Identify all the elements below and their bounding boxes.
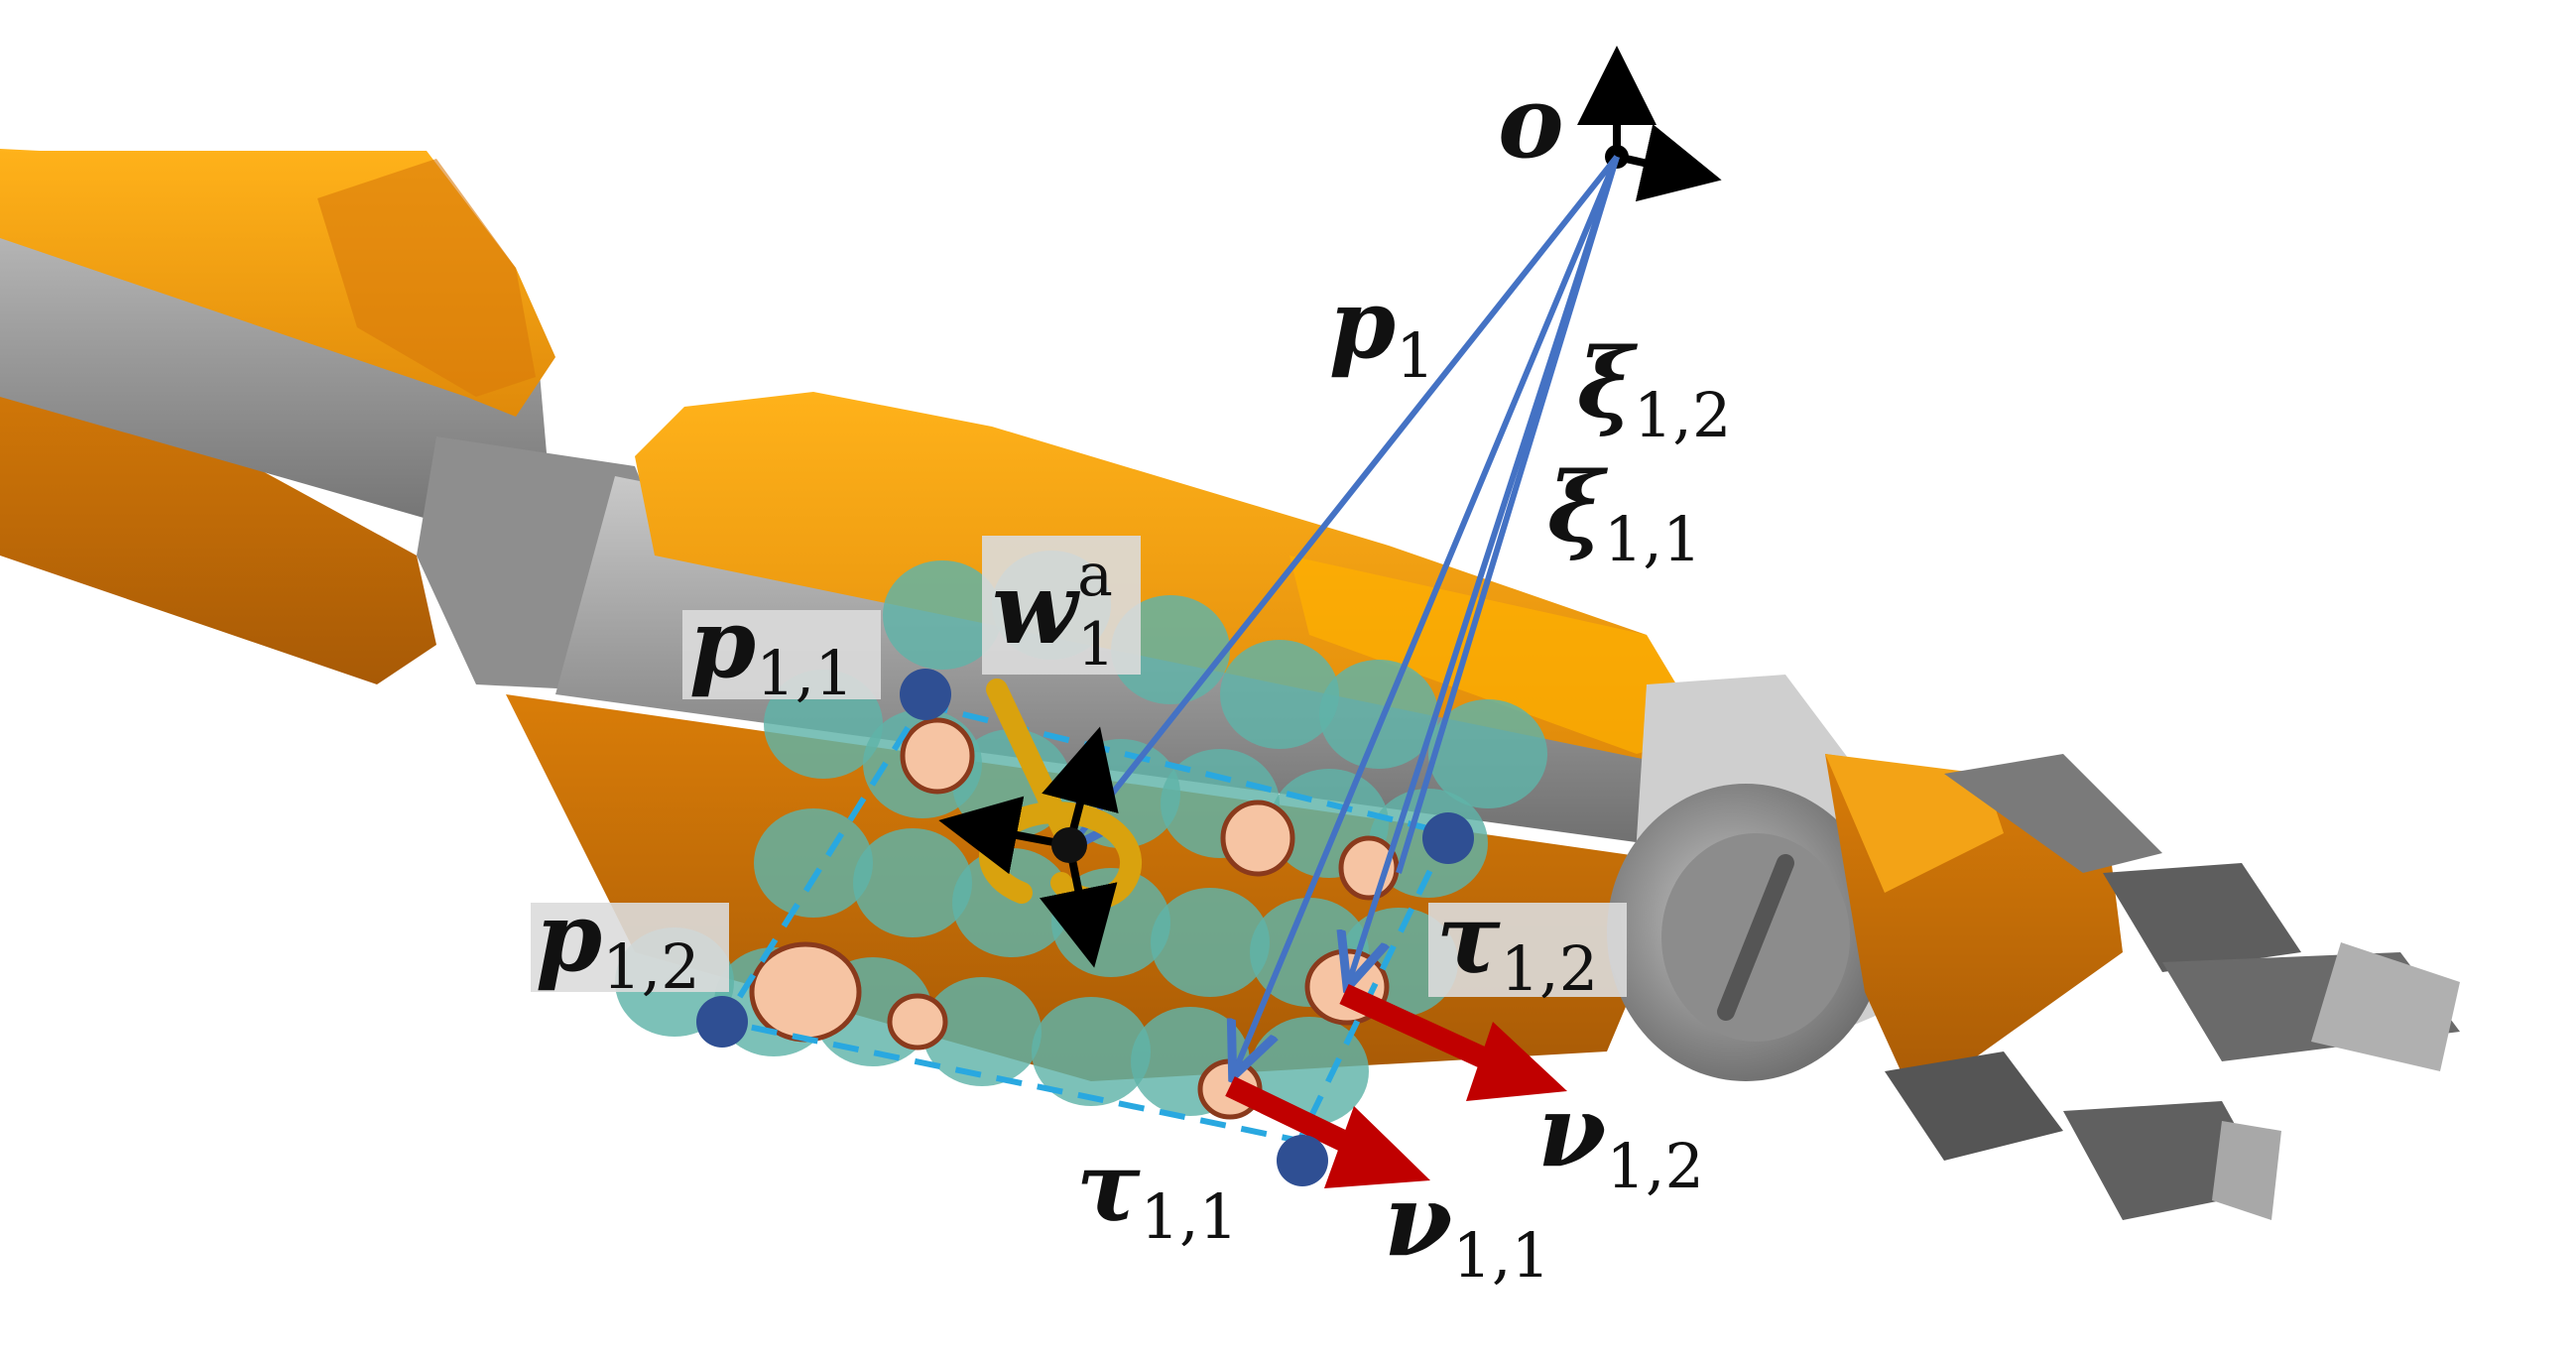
vector-xi11	[1235, 155, 1620, 1071]
contact-patch	[749, 941, 862, 1043]
finger-lower-tip	[2212, 1121, 2281, 1220]
wrench-point	[1051, 827, 1087, 863]
skin-cell	[1151, 888, 1270, 997]
contact-patch	[900, 717, 975, 795]
wrench-axis-down	[1040, 844, 1118, 968]
finger-mid-1	[2103, 863, 2301, 972]
corner-point-bottom	[1277, 1135, 1328, 1186]
gripper	[1825, 754, 2460, 1220]
contact-patch	[887, 993, 948, 1050]
normal-arrow-nu11-head	[1324, 1106, 1430, 1188]
label-backgrounds	[531, 536, 1627, 997]
skin-cell	[1319, 660, 1438, 769]
skin-cell	[853, 828, 972, 937]
skin-cell	[883, 560, 1002, 670]
skin-cell	[1220, 640, 1339, 749]
wrist	[1607, 675, 1885, 1081]
label-p1: p1	[1329, 268, 1435, 392]
upper-arm-link	[0, 149, 555, 684]
label-xi12: ξ1,2	[1577, 327, 1731, 451]
forearm-top-shade	[1289, 556, 1706, 754]
wrist-screw-slot	[1717, 854, 1794, 1021]
skin-cell	[952, 848, 1071, 957]
finger-tip-1	[2311, 942, 2460, 1071]
applied-wrench	[938, 679, 1143, 968]
corner-point-right	[1422, 812, 1474, 864]
region-corner-points	[696, 669, 1474, 1186]
corner-point-p12	[696, 996, 748, 1048]
origin-frame	[1577, 46, 1722, 202]
label-xi11: ξ1,1	[1547, 451, 1701, 575]
wrench-moment-tail	[986, 679, 1080, 854]
palm-orange-top	[1825, 754, 2004, 893]
finger-upper	[1944, 754, 2162, 873]
skin-cell	[1032, 997, 1151, 1106]
label-box-tau12	[1428, 903, 1627, 997]
vector-p1	[1071, 155, 1620, 845]
finger-lower-1	[1885, 1051, 2063, 1161]
normal-arrow-nu12-head	[1466, 1022, 1567, 1101]
upper-arm-top-shade	[317, 159, 536, 397]
skin-cell	[922, 977, 1042, 1086]
label-p11: p1,1	[689, 587, 854, 709]
wrench-axis-left	[938, 796, 1070, 875]
label-tau11: τ1,1	[1076, 1131, 1238, 1253]
corner-point-p11	[900, 669, 951, 720]
label-box-w1a	[982, 536, 1141, 675]
label-box-p11	[682, 610, 881, 699]
contact-patch	[1220, 800, 1295, 877]
skin-cell	[1428, 699, 1547, 808]
label-origin: o	[1498, 63, 1564, 181]
vector-xi12-b	[1396, 156, 1620, 874]
skin-cell	[754, 808, 873, 918]
label-nu11: ν1,1	[1384, 1162, 1550, 1292]
label-p12: p1,2	[536, 881, 700, 1003]
position-vectors	[1071, 155, 1620, 1071]
label-nu12: ν1,2	[1537, 1072, 1704, 1202]
origin-x-axis	[1616, 124, 1722, 202]
normal-vectors	[1225, 984, 1567, 1188]
label-tau12: τ1,2	[1436, 883, 1598, 1005]
label-box-p12	[531, 903, 729, 992]
